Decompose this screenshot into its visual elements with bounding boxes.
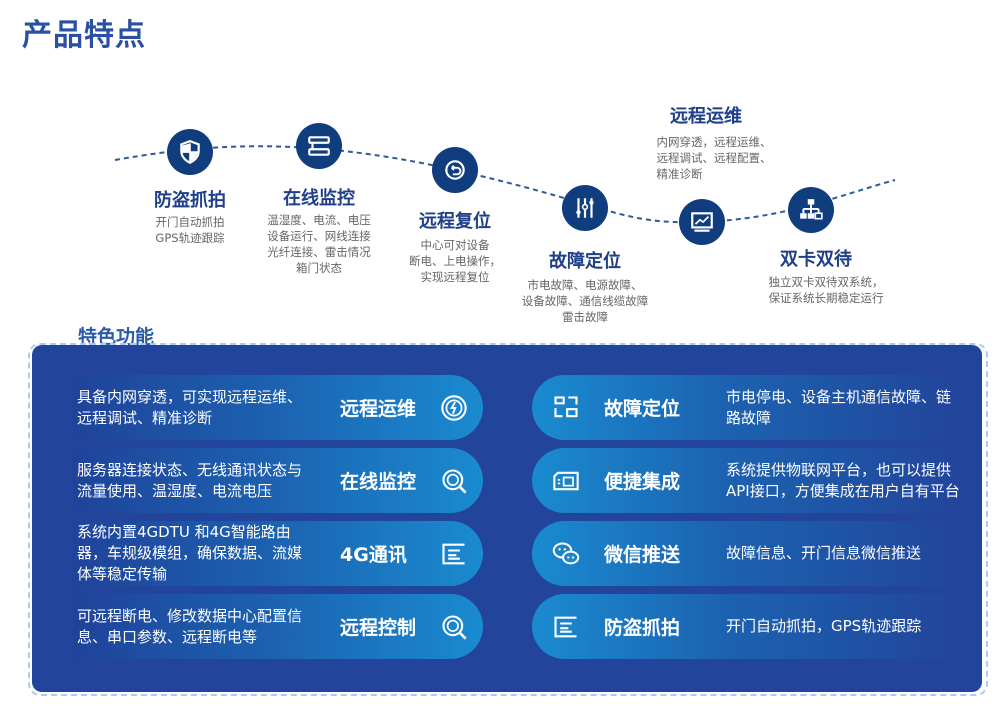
timeline-title: 双卡双待 — [780, 249, 852, 270]
feature-card: 具备内网穿透，可实现远程运维、远程调试、精准诊断 远程运维 — [73, 375, 483, 440]
feature-desc: 开门自动抓拍，GPS轨迹跟踪 — [726, 617, 922, 635]
section-label: 特色功能 — [78, 326, 155, 348]
timeline-desc: 独立双卡双待双系统，保证系统长期稳定运行 — [768, 275, 884, 305]
timeline-title: 故障定位 — [549, 251, 621, 272]
nodes-icon — [552, 394, 580, 422]
feature-desc: 市电停电、设备主机通信故障、链路故障 — [726, 387, 952, 427]
sliders-icon — [562, 185, 608, 231]
timeline-desc: 市电故障、电源故障、设备故障、通信线缆故障雷击故障 — [521, 278, 649, 324]
feature-title: 远程控制 — [340, 617, 417, 639]
feature-card: 可远程断电、修改数据中心配置信息、串口参数、远程断电等 远程控制 — [73, 594, 483, 659]
lightning-circle-icon — [440, 394, 468, 422]
card-icon — [552, 467, 580, 495]
timeline-desc: 温湿度、电流、电压设备运行、网线连接光纤连接、雷击情况箱门状态 — [267, 213, 371, 275]
list-icon — [440, 540, 468, 568]
feature-title: 在线监控 — [340, 471, 417, 493]
feature-title: 微信推送 — [604, 544, 681, 566]
feature-title: 故障定位 — [604, 398, 681, 420]
feature-desc: 系统内置4GDTU 和4G智能路由器，车规级模组，确保数据、流媒体等稳定传输 — [77, 523, 303, 583]
feature-title: 便捷集成 — [604, 471, 681, 493]
feature-card: 微信推送 故障信息、开门信息微信推送 — [532, 521, 960, 586]
search-icon — [440, 613, 468, 641]
monitor-chart-icon — [679, 199, 725, 245]
search-icon — [440, 467, 468, 495]
feature-card: 防盗抓拍 开门自动抓拍，GPS轨迹跟踪 — [532, 594, 960, 659]
feature-card: 便捷集成 系统提供物联网平台，也可以提供API接口，方便集成在用户自有平台 — [532, 448, 960, 513]
feature-card: 故障定位 市电停电、设备主机通信故障、链路故障 — [532, 375, 960, 440]
reset-icon — [432, 147, 478, 193]
feature-desc: 故障信息、开门信息微信推送 — [726, 544, 922, 562]
timeline-title: 远程运维 — [670, 106, 742, 127]
feature-title: 防盗抓拍 — [604, 617, 681, 639]
wechat-icon — [552, 540, 580, 568]
network-icon — [788, 187, 834, 233]
timeline-title: 远程复位 — [419, 211, 491, 232]
features-frame — [28, 343, 988, 696]
timeline-title: 在线监控 — [283, 188, 355, 209]
server-icon — [296, 123, 342, 169]
page-title: 产品特点 — [22, 18, 146, 53]
feature-desc: 可远程断电、修改数据中心配置信息、串口参数、远程断电等 — [77, 606, 303, 646]
timeline-title: 防盗抓拍 — [154, 190, 226, 211]
feature-title: 远程运维 — [340, 398, 417, 420]
feature-card: 服务器连接状态、无线通讯状态与流量使用、温湿度、电流电压 在线监控 — [73, 448, 483, 513]
feature-desc: 具备内网穿透，可实现远程运维、远程调试、精准诊断 — [77, 387, 303, 427]
feature-desc: 系统提供物联网平台，也可以提供API接口，方便集成在用户自有平台 — [726, 460, 960, 500]
timeline-curve — [114, 145, 896, 224]
timeline-desc: 中心可对设备断电、上电操作，实现远程复位 — [409, 238, 501, 284]
feature-desc: 服务器连接状态、无线通讯状态与流量使用、温湿度、电流电压 — [77, 460, 303, 500]
list-icon — [552, 613, 580, 641]
feature-title: 4G通讯 — [340, 544, 407, 566]
shield-icon — [167, 129, 213, 175]
timeline-desc: 内网穿透，远程运维、远程调试、远程配置、精准诊断 — [656, 135, 772, 181]
feature-card: 系统内置4GDTU 和4G智能路由器，车规级模组，确保数据、流媒体等稳定传输 4… — [73, 521, 483, 586]
